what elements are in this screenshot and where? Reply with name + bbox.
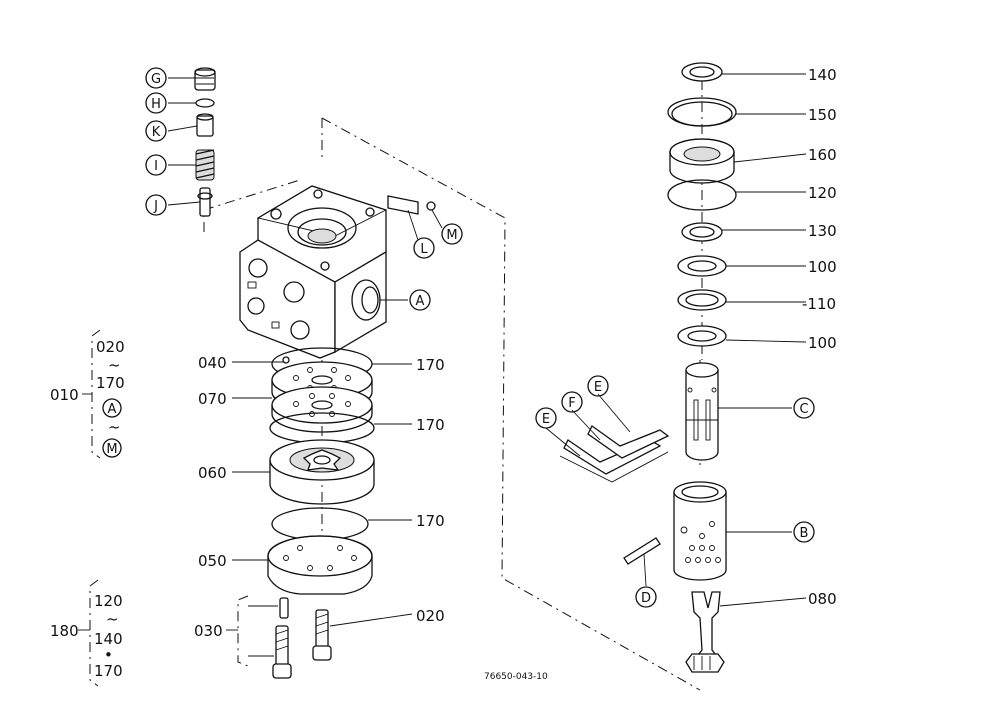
sleeve-B bbox=[673, 481, 727, 581]
label-110: -110 bbox=[802, 295, 836, 313]
label-100-upper: 100 bbox=[808, 258, 837, 276]
right-stack bbox=[667, 62, 737, 347]
assembly-180-item-3: 140 bbox=[94, 630, 123, 648]
callout-H: H bbox=[151, 97, 161, 112]
assembly-180-item-5: 170 bbox=[94, 662, 123, 680]
assembly-180-item-1: 120 bbox=[94, 592, 123, 610]
letter-callouts: G H K I J L M A C B D E F E bbox=[145, 67, 815, 608]
drive-shaft-080 bbox=[685, 591, 725, 673]
label-080: 080 bbox=[808, 590, 837, 608]
assembly-180-code: 180 bbox=[50, 622, 79, 640]
figure-number: 76650-043-10 bbox=[484, 672, 548, 682]
valve-housing bbox=[239, 185, 436, 359]
label-100-lower: 100 bbox=[808, 334, 837, 352]
label-060: 060 bbox=[198, 464, 227, 482]
part-labels: 140 150 160 120 130 100 -110 100 170 170… bbox=[194, 66, 837, 640]
assembly-010-group: 010 020 ~ 170 A ~ M bbox=[50, 329, 125, 459]
assembly-180-item-4: • bbox=[104, 646, 113, 664]
bolts bbox=[272, 597, 332, 679]
callout-E-left: E bbox=[542, 412, 550, 427]
spool-C bbox=[685, 362, 719, 461]
callout-A: A bbox=[416, 294, 425, 309]
assembly-180-group: 180 120 ~ 140 • 170 bbox=[50, 579, 123, 687]
label-170-lower: 170 bbox=[416, 512, 445, 530]
label-040: 040 bbox=[198, 354, 227, 372]
callout-I: I bbox=[154, 159, 158, 174]
gerotor-stack bbox=[267, 347, 375, 595]
callout-L: L bbox=[420, 242, 428, 257]
assembly-010-item-3: 170 bbox=[96, 374, 125, 392]
label-050: 050 bbox=[198, 552, 227, 570]
callout-F: F bbox=[568, 396, 575, 411]
pin-D bbox=[623, 537, 661, 565]
callout-G: G bbox=[151, 72, 161, 87]
callout-E-right: E bbox=[594, 380, 602, 395]
callout-B: B bbox=[800, 526, 809, 541]
label-170-top: 170 bbox=[416, 356, 445, 374]
centering-springs bbox=[559, 425, 670, 483]
assembly-010-item-5: ~ bbox=[108, 418, 121, 436]
leader-lines bbox=[167, 73, 807, 667]
assembly-010-item-2: ~ bbox=[108, 356, 121, 374]
callout-K: K bbox=[152, 125, 161, 140]
assembly-180-item-2: ~ bbox=[106, 610, 119, 628]
assembly-010-item-4: A bbox=[108, 402, 117, 417]
assembly-010-item-1: 020 bbox=[96, 338, 125, 356]
label-150: 150 bbox=[808, 106, 837, 124]
relief-valve-parts bbox=[194, 67, 216, 217]
label-070: 070 bbox=[198, 390, 227, 408]
label-020: 020 bbox=[416, 607, 445, 625]
assembly-010-item-6: M bbox=[106, 442, 117, 457]
label-030: 030 bbox=[194, 622, 223, 640]
label-130: 130 bbox=[808, 222, 837, 240]
label-120: 120 bbox=[808, 184, 837, 202]
callout-C: C bbox=[799, 402, 808, 417]
label-170-middle: 170 bbox=[416, 416, 445, 434]
callout-D: D bbox=[641, 591, 651, 606]
assembly-010-code: 010 bbox=[50, 386, 79, 404]
callout-J: J bbox=[153, 199, 158, 214]
callout-M: M bbox=[446, 228, 457, 243]
label-160: 160 bbox=[808, 146, 837, 164]
label-140: 140 bbox=[808, 66, 837, 84]
